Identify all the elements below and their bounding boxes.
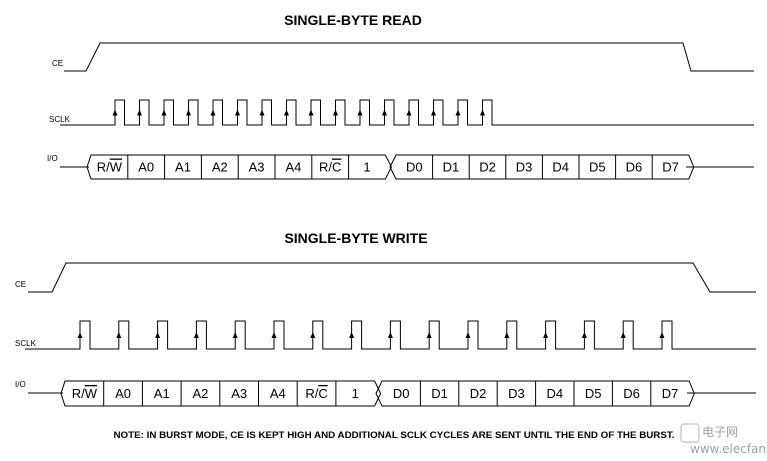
write-data-bit-label: D3	[508, 386, 525, 401]
read-sclk-rising-edge-arrow-icon	[455, 109, 461, 116]
read-data-bit-label: D2	[479, 160, 496, 175]
read-command-bus-outline	[86, 154, 392, 180]
read-command-bit-label-overline: W	[110, 160, 123, 175]
read-sclk-rising-edge-arrow-icon	[186, 109, 191, 116]
write-data-bit-label: D1	[431, 386, 448, 401]
write-data-bit-label: D5	[585, 386, 602, 401]
read-sclk-rising-edge-arrow-icon	[406, 109, 412, 116]
write-sclk-rising-edge-arrow-icon	[232, 332, 238, 338]
write-command-bit-label: A2	[192, 386, 208, 401]
read-data-bus-outline	[389, 154, 695, 180]
write-sclk-label: SCLK	[15, 339, 37, 348]
read-command-bit-label: A4	[285, 160, 301, 175]
write-command-bit-label-overline: W	[85, 386, 98, 401]
read-sclk-rising-edge-arrow-icon	[308, 109, 314, 116]
write-command-bit-label: R/C	[305, 386, 327, 401]
read-sclk-rising-edge-arrow-icon	[480, 109, 485, 116]
read-sclk-rising-edge-arrow-icon	[333, 109, 338, 116]
read-data-bit-label: D0	[406, 160, 423, 175]
watermark-text-cn: 电子网	[702, 425, 738, 439]
write-data-bit-label: D6	[623, 386, 640, 401]
read-sclk-label: SCLK	[49, 115, 71, 124]
write-data-bit-label: D7	[662, 386, 679, 401]
read-ce-label: CE	[52, 59, 63, 68]
write-command-bus-outline	[60, 380, 382, 407]
read-data-bit-label: D4	[552, 160, 569, 175]
read-command-bit-label: A3	[249, 160, 265, 175]
read-command-bit-label-overline: C	[332, 160, 341, 175]
watermark-text-en: www.elecfans.com	[690, 442, 767, 456]
write-sclk-rising-edge-arrow-icon	[310, 332, 316, 338]
write-sclk-trace	[25, 320, 756, 350]
write-ce-waveform	[28, 262, 756, 293]
read-command-bit-label: R/C	[319, 160, 341, 175]
write-sclk-rising-edge-arrow-icon	[116, 332, 122, 338]
read-sclk-rising-edge-arrow-icon	[112, 109, 118, 116]
write-command-bit-label-overline: C	[318, 386, 327, 401]
write-sclk-rising-edge-arrow-icon	[504, 332, 510, 338]
write-sclk-rising-edge-arrow-icon	[349, 332, 355, 338]
read-sclk-rising-edge-arrow-icon	[235, 109, 240, 116]
write-io-command-bus: R/W A0 A1 A2 A3 A4 R/C 1	[60, 380, 382, 407]
write-command-bit-label: R/W	[72, 386, 98, 401]
read-sclk-rising-edge-arrow-icon	[259, 109, 265, 116]
write-command-bit-label: A0	[115, 386, 131, 401]
read-command-bit-label: R/W	[97, 160, 123, 175]
burst-mode-note: NOTE: IN BURST MODE, CE IS KEPT HIGH AND…	[114, 430, 675, 441]
read-sclk-rising-edge-arrow-icon	[357, 109, 363, 116]
read-section: SINGLE-BYTE READ CE SCLK I/O R/W A0 A1 A2 A3…	[47, 12, 754, 180]
write-command-bit-label: A3	[231, 386, 247, 401]
write-data-bit-label: D2	[470, 386, 487, 401]
write-io-label: I/O	[15, 380, 26, 389]
write-sclk-rising-edge-arrow-icon	[271, 332, 277, 338]
write-io-data-bus: D0 D1 D2 D3 D4 D5 D6 D7	[375, 380, 695, 407]
write-data-bit-label: D4	[546, 386, 563, 401]
write-sclk-rising-edge-arrow-icon	[620, 332, 626, 338]
read-sclk-rising-edge-arrow-icon	[382, 109, 387, 116]
write-sclk-rising-edge-arrow-icon	[387, 332, 393, 338]
read-data-bit-label: D1	[443, 160, 460, 175]
watermark: 电子网 www.elecfans.com	[680, 423, 767, 456]
write-command-bit-label: A1	[154, 386, 170, 401]
read-sclk-waveform	[60, 99, 754, 126]
write-sclk-rising-edge-arrow-icon	[465, 332, 471, 338]
read-command-bit-label: A1	[175, 160, 191, 175]
read-command-bit-label: A0	[138, 160, 154, 175]
watermark-logo-icon	[680, 423, 700, 443]
write-command-bit-label: A4	[270, 386, 286, 401]
read-data-bit-label: D6	[626, 160, 643, 175]
read-sclk-rising-edge-arrow-icon	[210, 109, 216, 116]
read-sclk-rising-edge-arrow-icon	[284, 109, 289, 116]
read-data-bit-label: D7	[662, 160, 679, 175]
write-sclk-rising-edge-arrow-icon	[581, 332, 587, 338]
read-io-command-bus: R/W A0 A1 A2 A3 A4 R/C 1	[86, 154, 392, 180]
write-sclk-rising-edge-arrow-icon	[426, 332, 432, 338]
write-sclk-rising-edge-arrow-icon	[77, 332, 83, 338]
read-io-data-bus: D0 D1 D2 D3 D4 D5 D6 D7	[389, 154, 695, 180]
write-data-bus-outline	[375, 380, 695, 407]
write-ce-label: CE	[15, 280, 26, 289]
write-title: SINGLE-BYTE WRITE	[284, 230, 427, 246]
write-sclk-rising-edge-arrow-icon	[659, 332, 665, 338]
write-section: SINGLE-BYTE WRITE CE SCLK I/O R/W A0 A1 A2 A…	[15, 230, 756, 407]
write-data-bit-label: D0	[393, 386, 410, 401]
read-data-bit-label: D5	[589, 160, 606, 175]
write-sclk-rising-edge-arrow-icon	[543, 332, 549, 338]
read-sclk-rising-edge-arrow-icon	[431, 109, 436, 116]
write-sclk-waveform	[25, 320, 756, 350]
read-title: SINGLE-BYTE READ	[284, 12, 422, 28]
read-sclk-rising-edge-arrow-icon	[161, 109, 167, 116]
read-command-bit-label: A2	[212, 160, 228, 175]
read-data-bit-label: D3	[516, 160, 533, 175]
read-sclk-rising-edge-arrow-icon	[137, 109, 142, 116]
read-command-bit-label: 1	[363, 160, 370, 175]
write-command-bit-label: 1	[352, 386, 359, 401]
read-ce-waveform	[64, 42, 754, 72]
read-sclk-trace	[60, 99, 754, 126]
read-io-label: I/O	[47, 154, 58, 163]
write-sclk-rising-edge-arrow-icon	[155, 332, 161, 338]
write-sclk-rising-edge-arrow-icon	[193, 332, 199, 338]
